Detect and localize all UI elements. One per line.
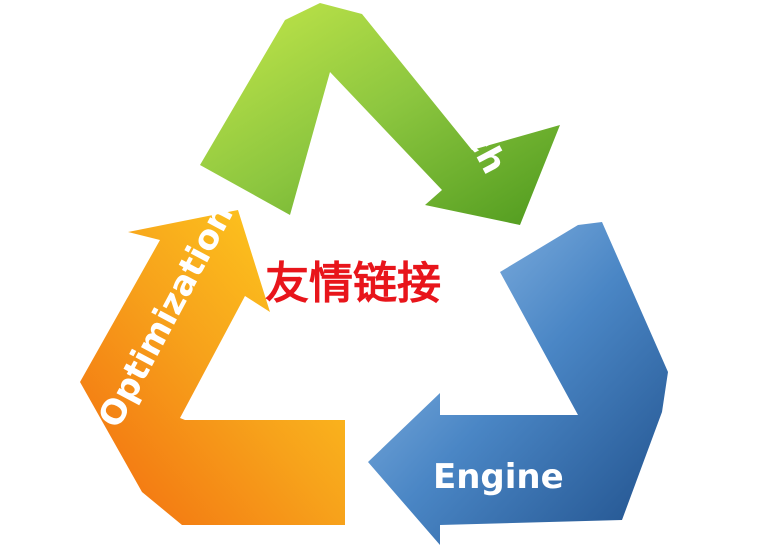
center-title: 友情链接 [265,258,441,309]
engine-arrow: Engine [368,222,668,545]
optimization-arrow: Optimization [80,198,345,525]
search-arrow: Search [200,3,560,225]
engine-label: Engine [433,457,564,497]
